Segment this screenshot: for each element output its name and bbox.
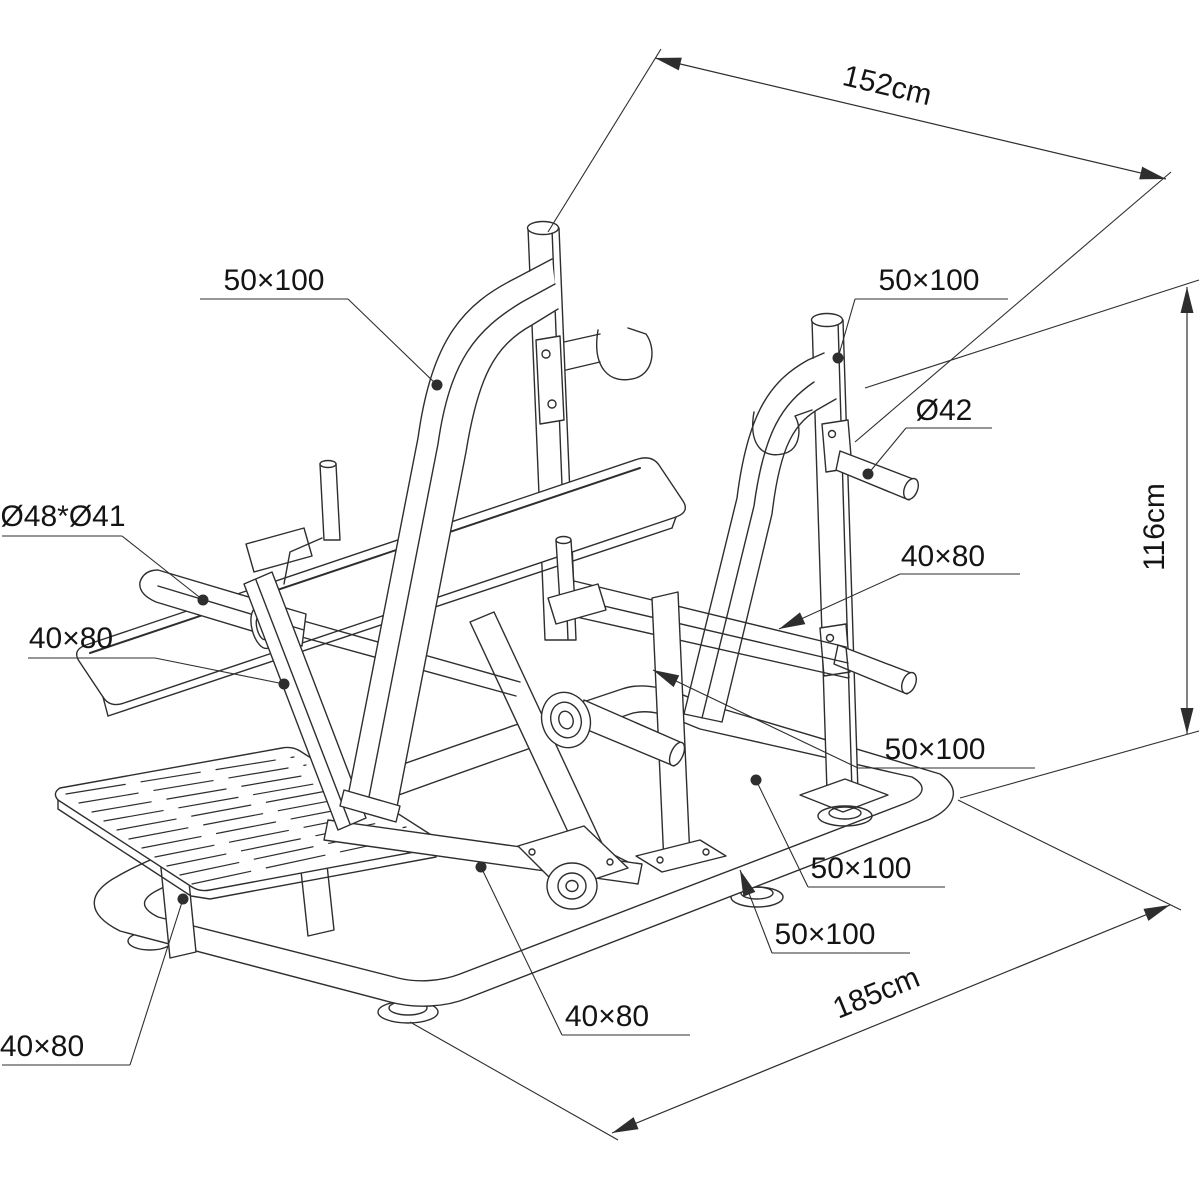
callout-diameter-48-41: Ø48*Ø41: [0, 500, 209, 606]
callout-50x100-left-upright-label: 50×100: [224, 264, 325, 297]
dim-height-116cm: 116cm: [864, 279, 1200, 799]
callout-diameter-42-label: Ø42: [916, 394, 973, 427]
callout-40x80-bench-beam-label: 40×80: [565, 1000, 649, 1033]
callout-40x80-front-support-dot: [278, 678, 290, 690]
left-j-hook: [596, 327, 653, 381]
left-post-bracket: [535, 335, 565, 425]
carriage-foot: [635, 839, 727, 873]
callout-50x100-base-bottom: 50×100: [739, 869, 910, 954]
callout-50x100-base-bottom-label: 50×100: [775, 918, 876, 951]
left-curved-upright: [339, 258, 559, 823]
callout-40x80-platform-support-label: 40×80: [0, 1030, 84, 1063]
dim-length-185cm-start-arrowhead: [612, 1117, 639, 1133]
bench-pad: [76, 457, 686, 717]
left-pop-pin: [319, 463, 341, 541]
callout-40x80-bench-beam: 40×80: [475, 861, 690, 1036]
callout-40x80-front-support: 40×80: [28, 622, 290, 690]
dim-width-152cm-line: [654, 57, 1167, 180]
dim-length-185cm-ext-1: [957, 799, 1182, 911]
callout-50x100-base-top: 50×100: [750, 774, 945, 888]
callout-diameter-42-dot: [862, 468, 874, 480]
cross-rails: [571, 580, 850, 679]
carriage-post: [635, 591, 727, 873]
dim-length-185cm-label: 185cm: [828, 961, 924, 1026]
dim-height-116cm-end-arrowhead: [1180, 708, 1194, 734]
callout-40x80-bench-beam-dot: [475, 861, 487, 873]
callout-40x80-platform-support: 40×80: [0, 893, 189, 1066]
pivot-hub: [517, 825, 629, 910]
callout-diameter-48-41-label: Ø48*Ø41: [0, 500, 125, 533]
callout-diameter-48-41-leader: [121, 535, 204, 601]
callout-40x80-bench-beam-leader: [480, 866, 563, 1036]
right-j-hook: [752, 409, 813, 456]
dim-height-116cm-ext-0: [864, 279, 1200, 389]
callout-40x80-right-rail-label: 40×80: [901, 540, 985, 573]
callout-50x100-carriage-leader: [652, 669, 859, 769]
callout-diameter-42: Ø42: [862, 394, 992, 480]
callout-40x80-front-support-leader: [154, 657, 285, 685]
bearing-inner: [549, 701, 583, 739]
dim-width-152cm-start-arrowhead: [655, 57, 682, 71]
dim-height-116cm-start-arrowhead: [1180, 287, 1194, 313]
right-post-assembly: [799, 312, 920, 827]
right-post-foot: [799, 778, 889, 813]
callout-50x100-carriage-label: 50×100: [885, 733, 986, 766]
callout-50x100-left-upright-dot: [431, 379, 443, 391]
callout-50x100-right-post-leader: [837, 298, 856, 359]
dim-width-152cm-ext-1: [854, 171, 1172, 443]
callout-50x100-right-post: 50×100: [832, 264, 1008, 364]
axle-assembly: [540, 691, 686, 767]
callout-50x100-right-post-label: 50×100: [879, 264, 980, 297]
callout-50x100-base-top-leader: [755, 779, 809, 888]
callout-40x80-front-support-label: 40×80: [29, 622, 113, 655]
callout-50x100-left-upright: 50×100: [200, 264, 443, 391]
dim-width-152cm-label: 152cm: [840, 59, 935, 112]
callout-40x80-platform-support-dot: [177, 893, 189, 905]
callout-50x100-carriage: 50×100: [652, 669, 1035, 769]
dim-width-152cm: 152cm: [547, 48, 1172, 443]
dim-width-152cm-end-arrowhead: [1139, 166, 1166, 180]
callout-50x100-carriage-arrowhead: [653, 670, 680, 688]
dim-height-116cm-ext-1: [959, 730, 1200, 799]
callout-50x100-base-top-dot: [750, 774, 762, 786]
callout-40x80-platform-support-leader: [129, 898, 184, 1066]
callout-40x80-right-rail: 40×80: [778, 540, 1020, 630]
callout-diameter-42-leader: [867, 427, 907, 475]
callout-40x80-right-rail-arrowhead: [779, 612, 806, 629]
callout-50x100-base-bottom-arrowhead: [740, 870, 756, 897]
callout-50x100-base-top-label: 50×100: [811, 852, 912, 885]
dim-height-116cm-label: 116cm: [1138, 483, 1171, 571]
dim-width-152cm-ext-0: [547, 48, 662, 233]
front-support: [243, 459, 367, 831]
carriage-pop-pin: [547, 535, 607, 625]
right-curved-upright: [683, 352, 837, 723]
dim-length-185cm-ext-0: [409, 1021, 619, 1141]
left-post-cap: [526, 220, 560, 236]
callout-diameter-48-41-dot: [197, 594, 209, 606]
support-top-bracket: [245, 527, 313, 573]
right-post-cap: [810, 312, 844, 328]
callout-50x100-left-upright-leader: [347, 298, 438, 386]
dim-length-185cm-line: [611, 904, 1171, 1134]
callout-50x100-right-post-dot: [832, 352, 844, 364]
dim-length-185cm-end-arrowhead: [1143, 905, 1170, 921]
